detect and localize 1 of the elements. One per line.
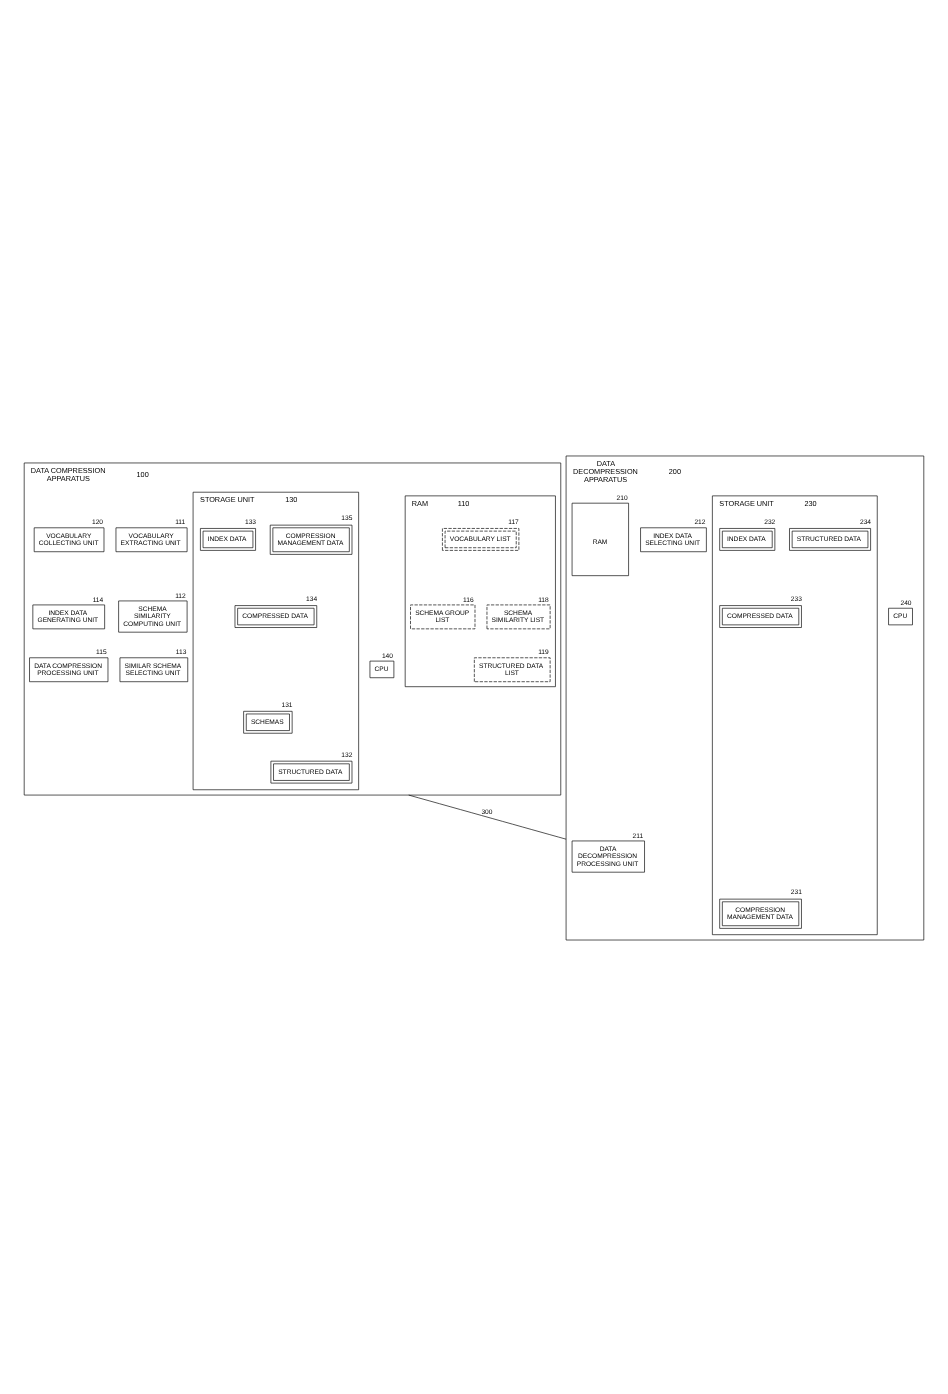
connector <box>408 793 567 839</box>
